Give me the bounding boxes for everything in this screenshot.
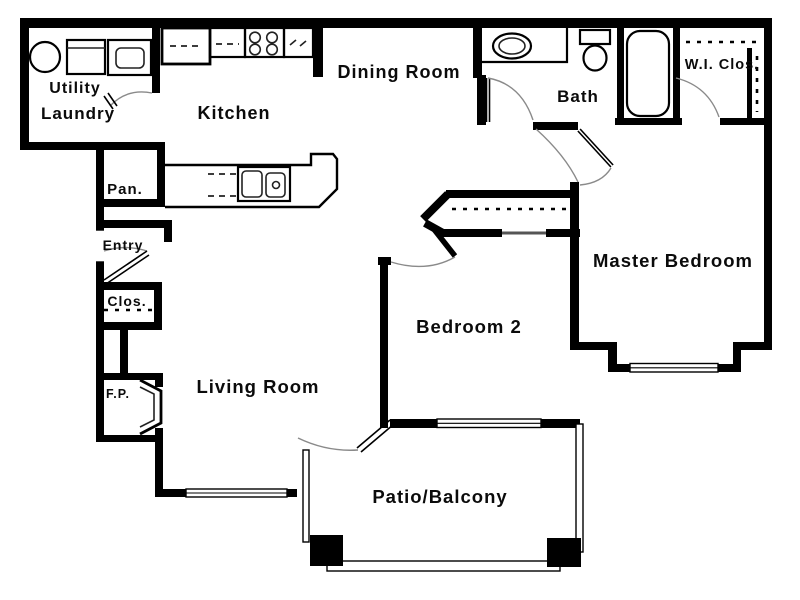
kitchen-counter-2 xyxy=(282,26,315,59)
label-dining: Dining Room xyxy=(338,62,461,82)
doors xyxy=(96,77,720,453)
double-kitchen-sink xyxy=(236,165,292,203)
master-bedroom-window xyxy=(629,362,719,373)
dryer xyxy=(106,38,153,77)
room-labels: Utility Laundry Kitchen Dining Room Bath… xyxy=(41,57,759,507)
label-bath: Bath xyxy=(557,87,599,106)
fixtures xyxy=(28,26,760,572)
label-fireplace: F.P. xyxy=(106,387,130,401)
bath-door xyxy=(485,77,534,122)
label-master: Master Bedroom xyxy=(593,250,753,271)
peninsula-counter xyxy=(165,152,339,209)
label-wi-closet: W.I. Clos. xyxy=(685,57,759,73)
fireplace-firebox xyxy=(139,378,163,436)
patio-door xyxy=(297,419,395,453)
living-room-window xyxy=(185,488,288,498)
patio-post-right xyxy=(547,538,581,567)
vanity-sink xyxy=(491,32,533,60)
bedroom2-window xyxy=(436,418,542,429)
water-heater xyxy=(28,40,62,74)
kitchen-counter xyxy=(208,26,247,59)
front-entry-door xyxy=(96,229,150,285)
patio-post-left xyxy=(310,535,343,566)
label-living: Living Room xyxy=(196,376,319,397)
refrigerator xyxy=(160,26,212,66)
windows xyxy=(185,362,719,498)
label-kitchen: Kitchen xyxy=(197,103,270,123)
walk-in-closet-door xyxy=(673,77,720,118)
label-bedroom2: Bedroom 2 xyxy=(416,316,522,337)
bathtub xyxy=(625,29,671,118)
label-patio: Patio/Balcony xyxy=(372,486,507,507)
bedroom2-door xyxy=(390,226,458,268)
label-closet: Clos. xyxy=(107,293,146,309)
range-burners xyxy=(243,26,286,59)
label-laundry: Laundry xyxy=(41,104,115,123)
label-utility: Utility xyxy=(49,80,100,97)
washer xyxy=(65,38,107,76)
label-pantry: Pan. xyxy=(107,181,143,198)
bath-vanity xyxy=(481,28,569,64)
dishwasher-dashes xyxy=(208,173,240,197)
toilet xyxy=(578,28,612,72)
master-bedroom-door xyxy=(535,128,614,186)
utility-door xyxy=(103,91,153,110)
label-entry: Entry xyxy=(103,237,144,253)
